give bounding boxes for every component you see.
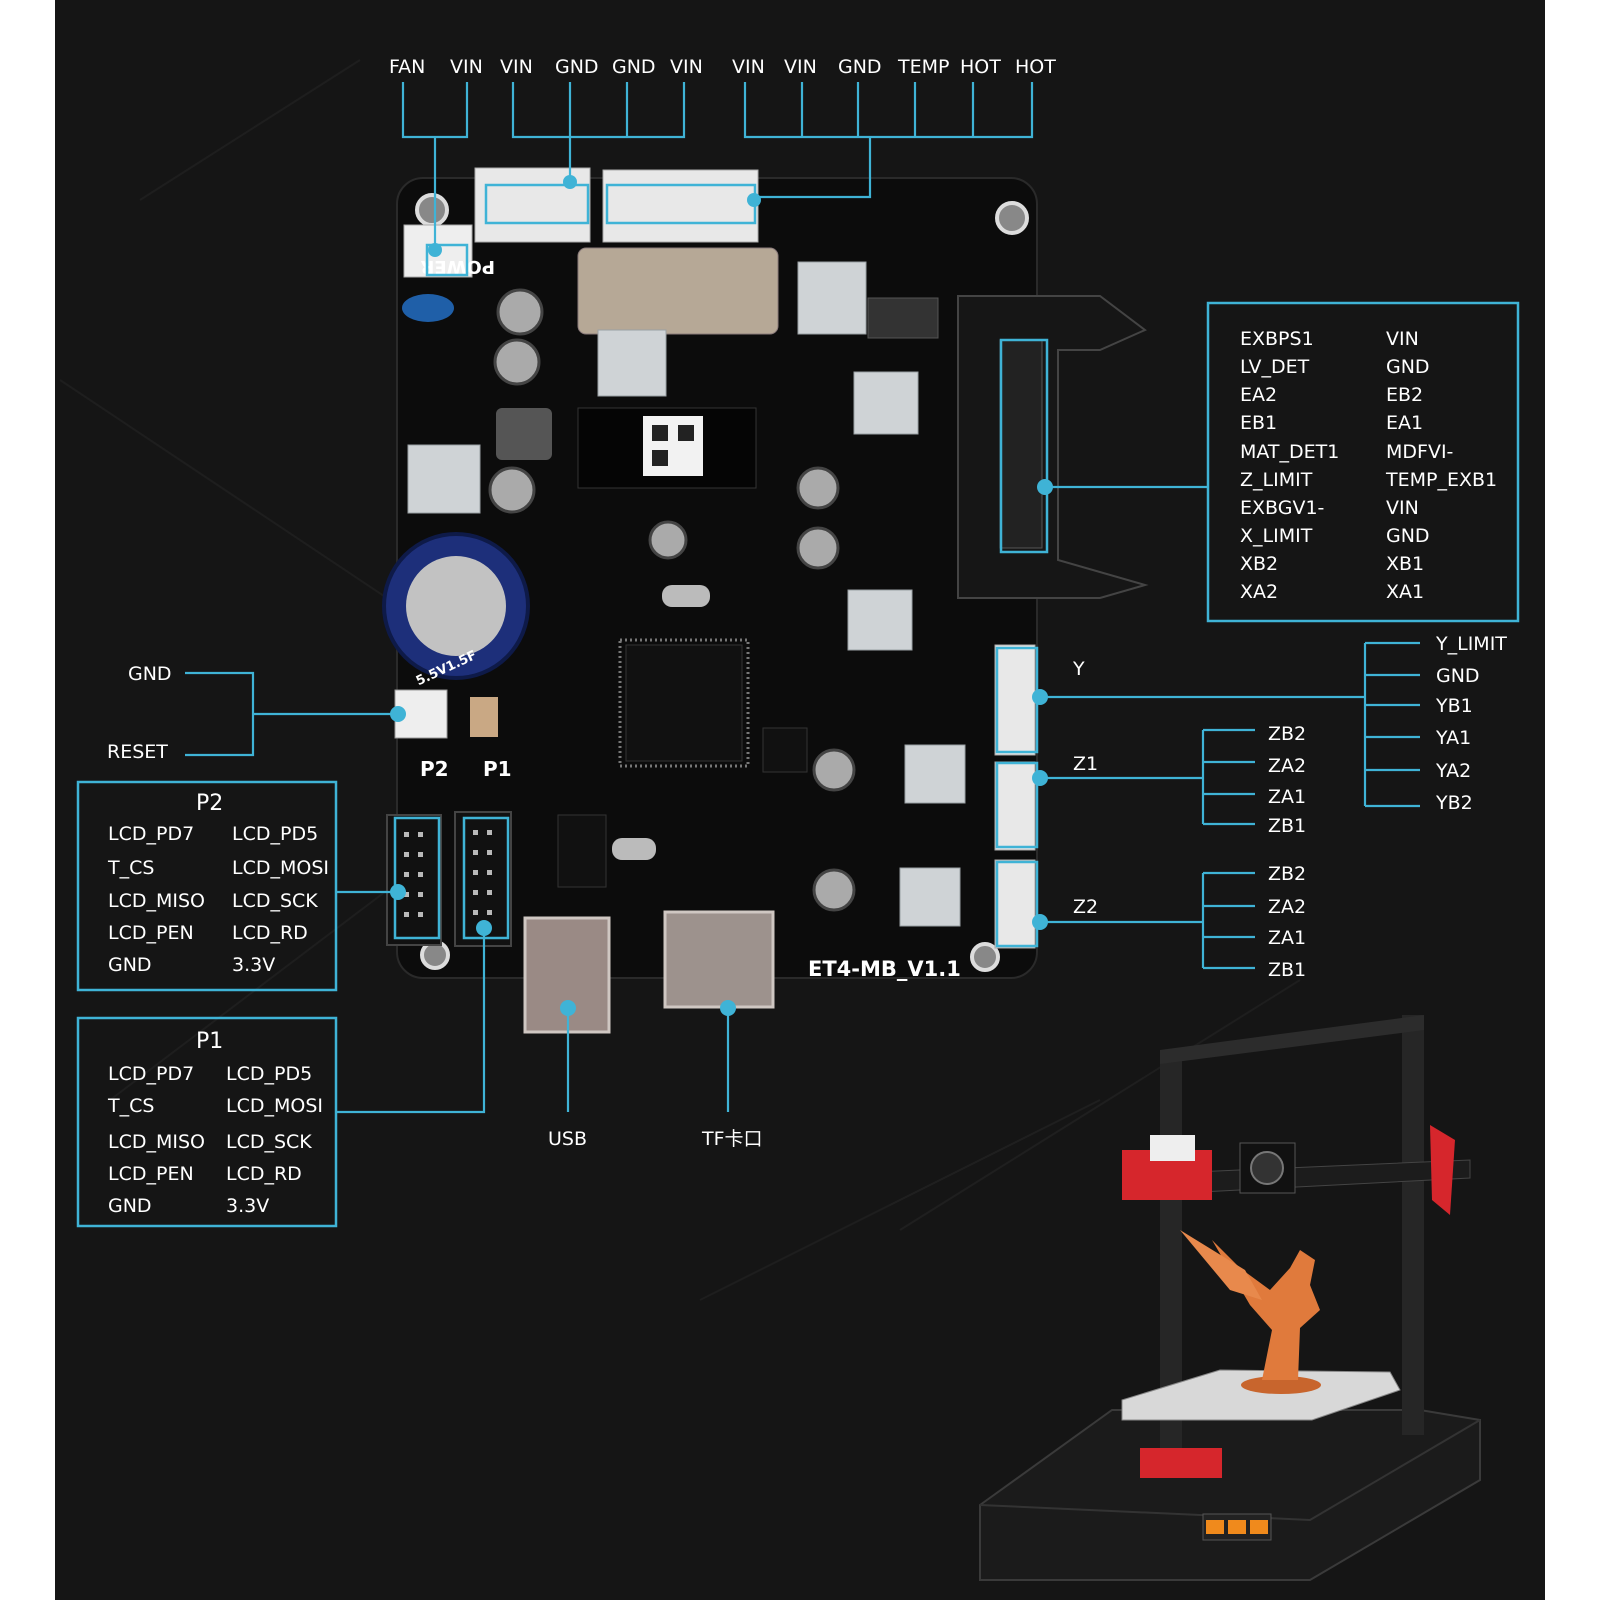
silk-p2: P2 [420,757,449,781]
p1-left-2: LCD_MISO [108,1131,205,1153]
3d-printer-image [979,1015,1481,1581]
z2-connector-callout: Z2 ZB2 ZA2 ZA1 ZB1 [995,860,1306,981]
top-pin-10: HOT [960,56,1001,78]
p2-right-2: LCD_SCK [232,890,318,912]
p1-right-2: LCD_SCK [226,1131,312,1153]
top-pin-4: GND [612,56,656,78]
right-connector-callout: EXBPS1 LV_DET EA2 EB1 MAT_DET1 Z_LIMIT E… [999,301,1520,623]
rc-right-1: GND [1386,356,1430,378]
top-connector-lines [401,82,1034,277]
rc-left-3: EB1 [1240,412,1277,434]
reset-gnd-label: GND [128,663,172,685]
top-pin-11: HOT [1015,56,1056,78]
z1-pin-1: ZA2 [1268,755,1306,777]
pcb-board [382,167,1149,1034]
p2-right-3: LCD_RD [232,922,308,944]
p2-title: P2 [196,791,223,816]
reset-label: RESET [107,741,168,763]
rc-right-2: EB2 [1386,384,1423,406]
rc-right-9: XA1 [1386,581,1424,603]
rc-right-0: VIN [1386,328,1419,350]
rc-right-7: GND [1386,525,1430,547]
top-pin-7: VIN [784,56,817,78]
rc-right-3: EA1 [1386,412,1423,434]
z1-pin-0: ZB2 [1268,723,1306,745]
rc-left-8: XB2 [1240,553,1278,575]
reset-connector-callout: GND RESET [107,663,406,763]
top-pin-3: GND [555,56,599,78]
p2-right-4: 3.3V [232,954,275,976]
z2-pin-3: ZB1 [1268,959,1306,981]
rc-right-5: TEMP_EXB1 [1385,469,1497,491]
p2-left-0: LCD_PD7 [108,823,194,845]
p1-right-0: LCD_PD5 [226,1063,312,1085]
p2-callout: P2 LCD_PD7 T_CS LCD_MISO LCD_PEN GND LCD… [76,780,441,992]
top-header-labels: FAN VIN VIN GND GND VIN VIN VIN GND TEMP… [389,56,1056,78]
p1-right-4: 3.3V [226,1195,269,1217]
y-label: Y [1072,658,1085,680]
z1-label: Z1 [1073,753,1098,775]
p2-right-0: LCD_PD5 [232,823,318,845]
z1-pin-2: ZA1 [1268,786,1306,808]
p2-left-3: LCD_PEN [108,922,194,944]
rc-right-8: XB1 [1386,553,1424,575]
p1-left-0: LCD_PD7 [108,1063,194,1085]
rc-left-0: EXBPS1 [1240,328,1314,350]
top-pin-8: GND [838,56,882,78]
rc-right-6: VIN [1386,497,1419,519]
p1-title: P1 [196,1029,223,1054]
p1-left-1: T_CS [107,1095,154,1117]
background-texture [59,59,1301,1301]
top-pin-1: VIN [450,56,483,78]
p2-right-1: LCD_MOSI [232,857,329,879]
p2-left-1: T_CS [107,857,154,879]
p1-callout: P1 LCD_PD7 T_CS LCD_MISO LCD_PEN GND LCD… [76,816,510,1228]
y-pin-5: YB2 [1435,792,1473,814]
p2-left-2: LCD_MISO [108,890,205,912]
p1-right-1: LCD_MOSI [226,1095,323,1117]
z2-label: Z2 [1073,896,1098,918]
usb-tf-callouts: USB TF卡口 [548,1000,763,1150]
silk-board-name: ET4-MB_V1.1 [808,957,961,981]
p1-left-4: GND [108,1195,152,1217]
rc-left-6: EXBGV1- [1240,497,1324,519]
z1-pin-3: ZB1 [1268,815,1306,837]
top-pin-9: TEMP [897,56,949,78]
rc-left-2: EA2 [1240,384,1277,406]
z2-pin-1: ZA2 [1268,896,1306,918]
top-pin-6: VIN [732,56,765,78]
rc-left-7: X_LIMIT [1240,525,1313,547]
rc-left-1: LV_DET [1240,356,1310,378]
p2-left-4: GND [108,954,152,976]
silk-power: POWER [420,256,495,277]
top-pin-2: VIN [500,56,533,78]
y-pin-2: YB1 [1435,695,1473,717]
z1-connector-callout: Z1 ZB2 ZA2 ZA1 ZB1 [995,723,1306,849]
y-connector-callout: Y Y_LIMIT GND YB1 YA1 YA2 YB2 [995,633,1507,814]
p1-right-3: LCD_RD [226,1163,302,1185]
silk-p1: P1 [483,757,512,781]
y-pin-0: Y_LIMIT [1435,633,1507,655]
y-pin-1: GND [1436,665,1480,687]
top-pin-0: FAN [389,56,425,78]
rc-left-4: MAT_DET1 [1240,441,1339,463]
y-pin-4: YA2 [1435,760,1471,782]
p1-left-3: LCD_PEN [108,1163,194,1185]
rc-left-5: Z_LIMIT [1240,469,1313,491]
y-pin-3: YA1 [1435,727,1471,749]
top-pin-5: VIN [670,56,703,78]
rc-right-4: MDFVI- [1386,441,1453,463]
z2-pin-2: ZA1 [1268,927,1306,949]
tf-card-label: TF卡口 [701,1128,763,1150]
z2-pin-0: ZB2 [1268,863,1306,885]
usb-label: USB [548,1128,587,1150]
rc-left-9: XA2 [1240,581,1278,603]
